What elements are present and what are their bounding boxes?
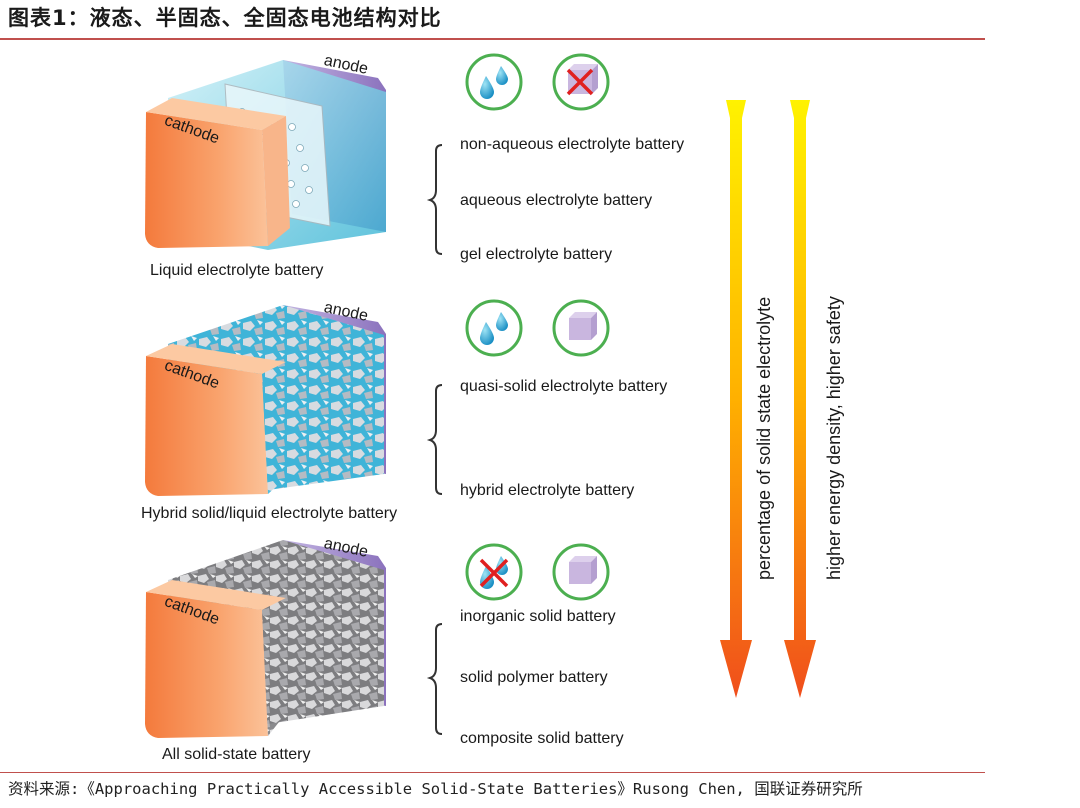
type-item: inorganic solid battery: [460, 608, 616, 625]
top-rule: [0, 38, 985, 40]
type-item: hybrid electrolyte battery: [460, 482, 635, 499]
type-item: gel electrolyte battery: [460, 246, 613, 263]
no-solid-icon: [552, 53, 610, 111]
liquid-battery-caption: Liquid electrolyte battery: [150, 262, 324, 279]
brace-group: [426, 144, 443, 735]
type-item: composite solid battery: [460, 730, 624, 747]
figure-title: 图表1：液态、半固态、全固态电池结构对比: [8, 6, 442, 30]
type-item: solid polymer battery: [460, 669, 608, 686]
brace-solid: [426, 623, 443, 735]
bottom-rule: [0, 772, 985, 773]
liquid-electrolyte-icon: [465, 299, 523, 357]
no-liquid-icon: [465, 543, 523, 601]
type-item: aqueous electrolyte battery: [460, 192, 653, 209]
solid-battery-caption: All solid-state battery: [162, 746, 311, 763]
liquid-battery-illustration: [145, 60, 386, 250]
solid-cube-icon: [552, 299, 610, 357]
arrow-label-energy-safety: higher energy density, higher safety: [824, 296, 844, 580]
brace-liquid: [426, 144, 443, 255]
brace-hybrid: [426, 384, 443, 495]
solid-cube-icon: [552, 543, 610, 601]
source-note: 资料来源:《Approaching Practically Accessible…: [8, 780, 863, 798]
hybrid-battery-caption: Hybrid solid/liquid electrolyte battery: [141, 505, 398, 522]
hybrid-battery-illustration: [145, 305, 386, 496]
arrow-label-solid-percentage: percentage of solid state electrolyte: [754, 296, 774, 580]
type-item: quasi-solid electrolyte battery: [460, 378, 668, 395]
liquid-electrolyte-icon: [465, 53, 523, 111]
arrow-solid-percentage: [720, 100, 752, 698]
solid-battery-illustration: [145, 540, 386, 738]
arrow-energy-safety: [784, 100, 816, 698]
type-item: non-aqueous electrolyte battery: [460, 136, 685, 153]
